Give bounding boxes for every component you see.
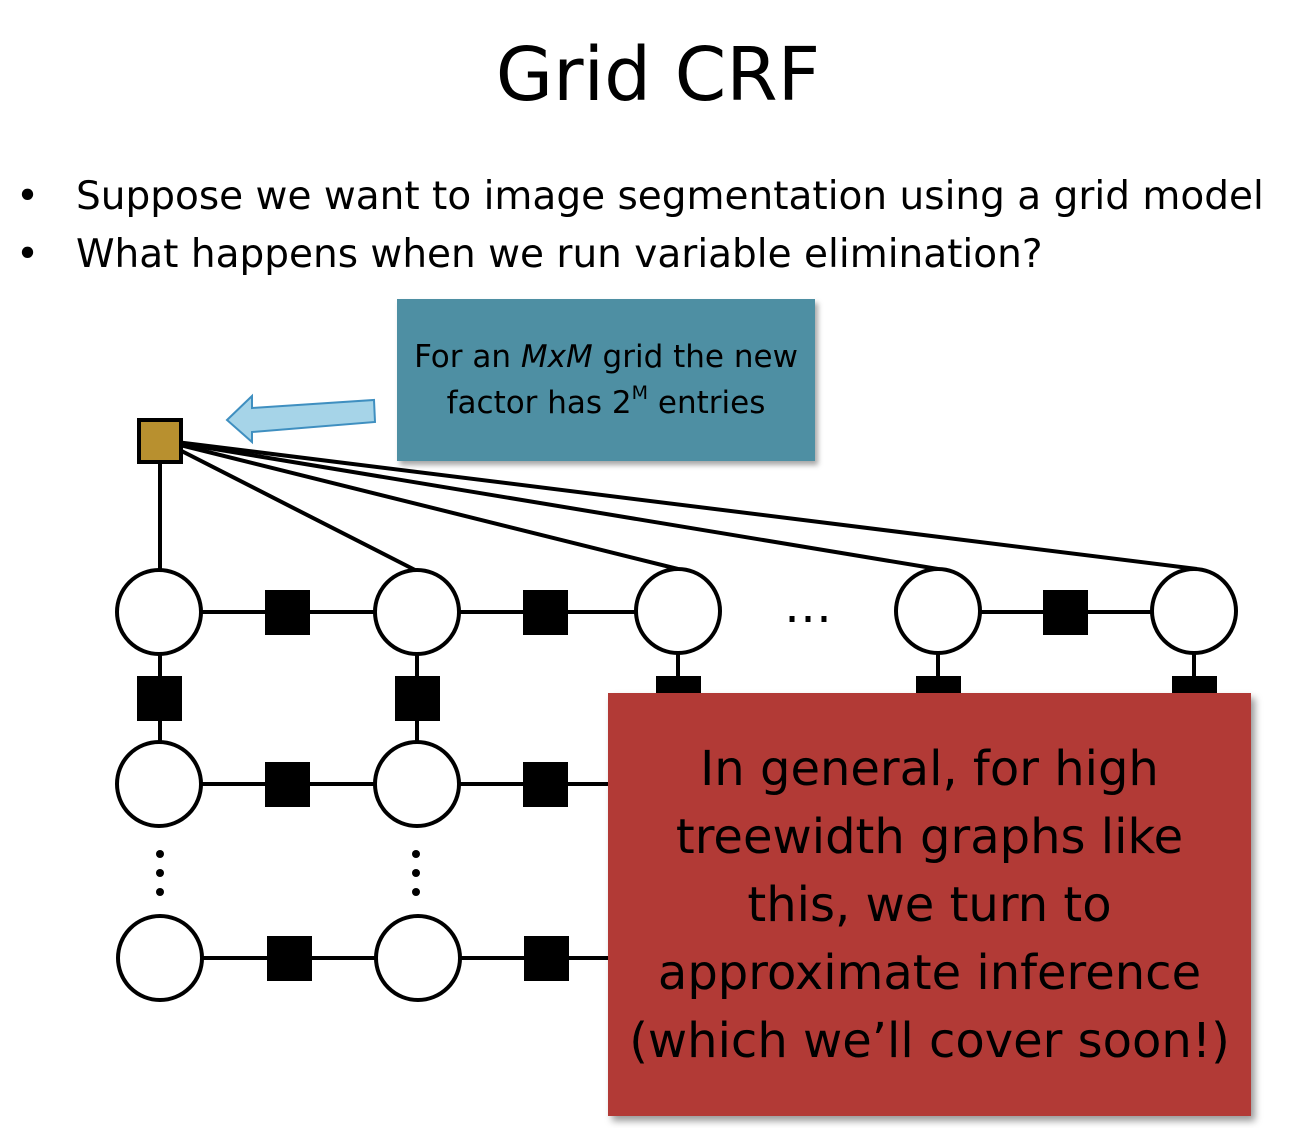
factor-node [1043,590,1088,635]
factor-node [137,676,182,721]
variable-node [634,567,722,655]
grid-size-label: MxM [520,339,593,375]
new-factor-node [137,418,183,464]
factor-node [267,936,312,981]
variable-node [115,568,203,656]
horizontal-ellipsis: … [784,578,832,634]
bullet-text: What happens when we run variable elimin… [76,232,1043,277]
ellipsis-dot [156,869,164,877]
new-factor-edge [159,438,1198,571]
variable-node [374,914,462,1002]
factor-node [524,936,569,981]
bullet-item: • What happens when we run variable elimi… [0,226,1316,284]
bullet-text: Suppose we want to image segmentation us… [76,174,1264,219]
new-factor-edge [159,438,939,571]
exponent-label: M [631,382,649,404]
factor-size-callout-text: For an MxM grid the new factor has 2M en… [414,339,798,421]
factor-node [523,590,568,635]
vertical-ellipsis-icon [156,850,420,896]
variable-node [373,568,461,656]
left-arrow-icon [225,393,377,445]
slide-title: Grid CRF [495,32,821,118]
variable-node [894,567,982,655]
variable-node [115,740,203,828]
factor-node [523,762,568,807]
bullet-dot-icon: • [16,174,40,219]
variable-node [116,914,204,1002]
factor-node [265,762,310,807]
variable-node [373,740,461,828]
bullet-list: • Suppose we want to image segmentation u… [0,168,1316,284]
conclusion-callout: In general, for high treewidth graphs li… [608,693,1251,1116]
conclusion-callout-text: In general, for high treewidth graphs li… [629,740,1230,1069]
bullet-dot-icon: • [16,232,40,277]
factor-size-callout: For an MxM grid the new factor has 2M en… [397,299,815,461]
new-factor-edge [159,438,679,571]
bullet-item: • Suppose we want to image segmentation u… [0,168,1316,226]
ellipsis-dot [156,888,164,896]
factor-node [265,590,310,635]
ellipsis-dot [412,888,420,896]
ellipsis-dot [412,869,420,877]
ellipsis-dot [412,850,420,858]
new-factor-edge [159,438,418,573]
variable-node [1150,567,1238,655]
variable-nodes [115,567,1238,1002]
ellipsis-dot [156,850,164,858]
factor-node [395,676,440,721]
